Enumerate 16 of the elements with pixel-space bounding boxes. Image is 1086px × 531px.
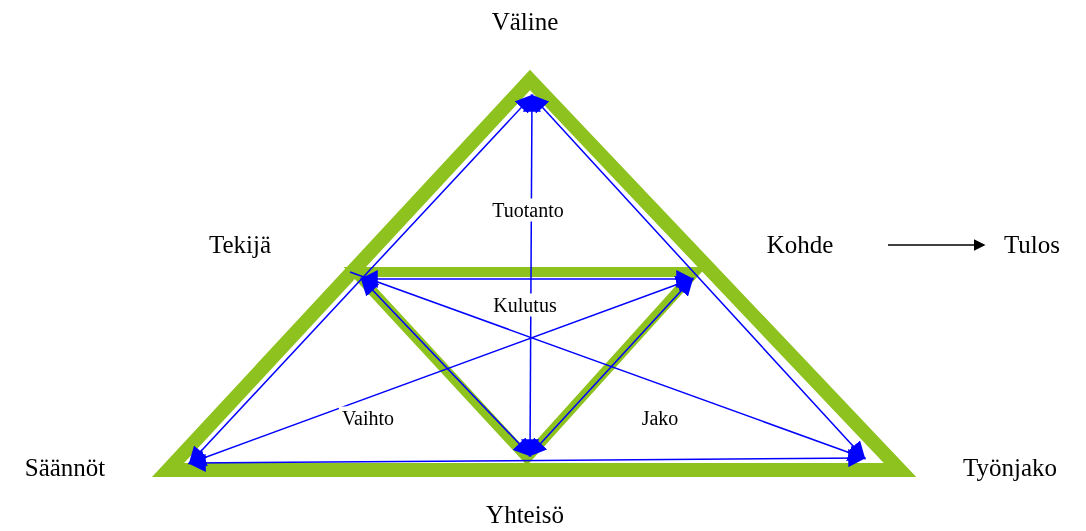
vertex-label: Työnjako (962, 454, 1058, 482)
arrow (887, 239, 986, 251)
vertex-label: Väline (491, 8, 559, 36)
arrow (528, 277, 694, 457)
arrow (187, 275, 695, 467)
arrow (530, 94, 866, 460)
vertex-label: Tekijä (208, 231, 272, 259)
arrow (188, 94, 534, 465)
arrow (349, 271, 867, 462)
arrow (360, 277, 532, 457)
vertex-label: Kohde (766, 231, 834, 259)
vertex-label: Säännöt (24, 454, 106, 482)
vertex-label: Tulos (1003, 231, 1061, 259)
arrow (187, 449, 867, 472)
area-label: Kulutus (490, 293, 560, 317)
vertex-label: Yhteisö (486, 501, 564, 529)
